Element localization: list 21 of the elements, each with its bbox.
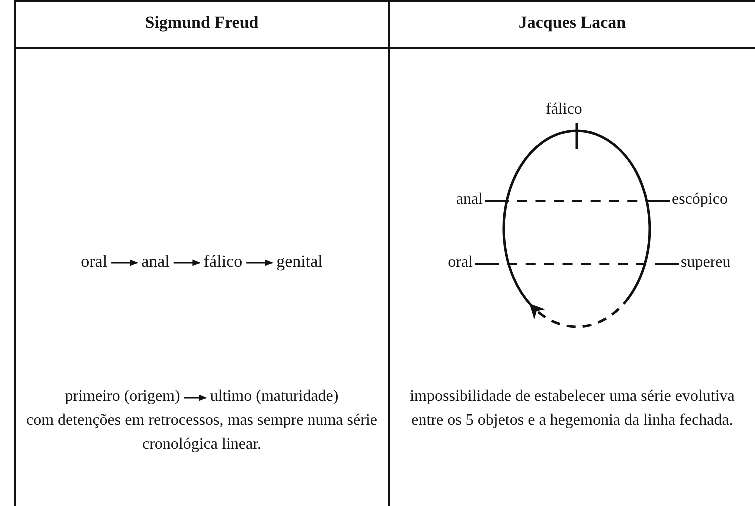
- description-text: impossibilidade de estabelecer uma série evolutiva entre os 5 objetos e a hegemonia da linha fechada.: [409, 387, 736, 431]
- arrow: [174, 260, 201, 266]
- arrow: [246, 260, 274, 266]
- stage-label: genital: [276, 250, 323, 274]
- object-label: anal: [456, 189, 483, 211]
- arrow: [184, 394, 208, 402]
- dashed-line: [475, 263, 679, 265]
- object-label: oral: [448, 252, 473, 274]
- column-header: Jacques Lacan: [518, 12, 628, 34]
- arrow: [112, 260, 138, 266]
- object-label: supereu: [681, 252, 731, 274]
- column-header: Sigmund Freud: [144, 12, 260, 34]
- stage-label: fálico: [204, 250, 243, 274]
- stage-label: oral: [81, 250, 108, 274]
- stage-label: anal: [142, 250, 170, 274]
- phrase-text: primeiro (origem): [65, 385, 180, 409]
- dashed-line: [485, 200, 670, 202]
- object-label: escópico: [672, 189, 728, 211]
- object-label: fálico: [546, 99, 582, 121]
- description-text: com detenções em retrocessos, mas sempre numa série cronológica linear.: [26, 411, 378, 455]
- phrase-text: ultimo (maturidade): [210, 385, 339, 409]
